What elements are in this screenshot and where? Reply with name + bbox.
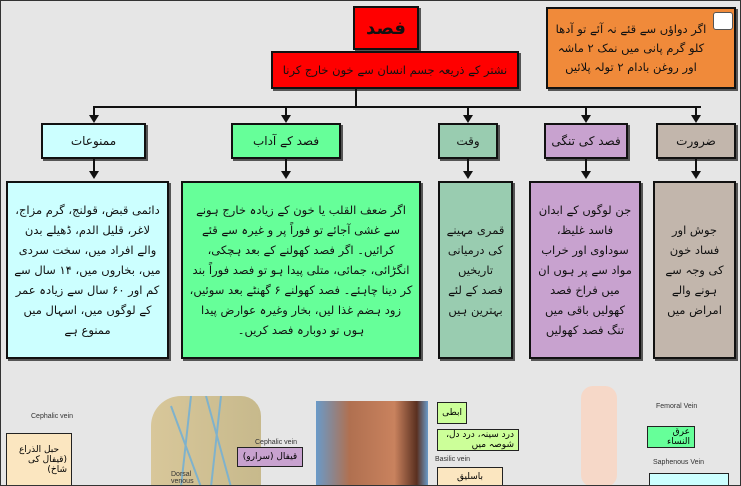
arrow-icon: [88, 115, 99, 123]
body-prohibitions: دائمی قبض، قولنج، گرم مزاج، لاغر، قلیل ا…: [6, 181, 169, 359]
connector: [695, 159, 697, 173]
connector: [467, 107, 469, 117]
ibti-use-label: درد سینہ، درد دل، شوصہ میں: [437, 429, 519, 451]
connector: [285, 159, 287, 173]
body-necessity: جوش اور فساد خون کی وجہ سے ہونے والے امر…: [653, 181, 736, 359]
habl-label: حبل الذراع(قیفال کی شاخ): [6, 433, 72, 485]
body-timing: قمری مہینے کی درمیانی تاریخیں فصد کے لئے…: [438, 181, 513, 359]
connector: [285, 107, 287, 117]
forearm-veins-image: [151, 396, 261, 485]
irq-un-nisa-label: عرق النساء: [647, 426, 695, 448]
femoral-vein-label: Femoral Vein: [656, 403, 698, 410]
connector: [467, 159, 469, 173]
arrow-icon: [281, 171, 291, 179]
cephalic-vein-label-2: Cephalic vein: [255, 439, 298, 446]
note-box: اگر دواؤں سے قئے نہ آئے تو آدھا کلو گرم …: [546, 7, 736, 89]
doctor-icon: [713, 12, 733, 30]
arm-photo: [316, 401, 428, 485]
arrow-icon: [691, 171, 701, 179]
heading-necessity: ضرورت: [656, 123, 736, 159]
note-text: اگر دواؤں سے قئے نہ آئے تو آدھا کلو گرم …: [555, 21, 707, 74]
ibti-label: ابطی: [437, 402, 467, 424]
connector: [92, 107, 95, 117]
connector: [93, 106, 701, 108]
heading-timing: وقت: [438, 123, 498, 159]
heading-etiquette: فصد کے آداب: [231, 123, 341, 159]
connector: [585, 159, 587, 173]
definition-box: نشتر کے ذریعہ جسم انسان سے خون خارج کرنا: [271, 51, 519, 89]
habl-sub-text: (قیفال کی شاخ): [27, 455, 67, 475]
arrow-icon: [581, 115, 591, 123]
heading-narrowness: فصد کی تنگی: [544, 123, 628, 159]
arrow-icon: [281, 115, 291, 123]
saphenous-urdu-label: [649, 473, 729, 485]
arrow-icon: [691, 115, 701, 123]
vein-lines: [170, 396, 232, 485]
saphenous-vein-label: Saphenous Vein: [653, 459, 704, 466]
arrow-icon: [88, 171, 99, 179]
connector: [695, 107, 697, 117]
arrow-icon: [581, 171, 591, 179]
basilic-vein-label: Basilic vein: [435, 456, 471, 463]
leg-image: [581, 386, 617, 485]
arrow-icon: [463, 171, 473, 179]
connector: [585, 107, 587, 117]
dorsal-venous-label: Dorsal venous: [171, 471, 194, 485]
habl-text: حبل الذراع: [18, 445, 60, 455]
connector: [355, 89, 357, 107]
qifal-label: قیفال (سرارو): [237, 447, 303, 467]
arrow-icon: [463, 115, 473, 123]
connector: [92, 159, 95, 173]
body-narrowness: جن لوگوں کے ابدان فاسد غلیظ، سوداوی اور …: [529, 181, 641, 359]
cephalic-vein-label: Cephalic vein: [31, 413, 74, 420]
basiliq-label: باسلیق: [437, 467, 503, 485]
heading-prohibitions: ممنوعات: [41, 123, 146, 159]
title-box: فصد: [353, 6, 419, 50]
body-etiquette: اگر ضعف القلب یا خون کے زیادہ خارج ہونے …: [181, 181, 421, 359]
